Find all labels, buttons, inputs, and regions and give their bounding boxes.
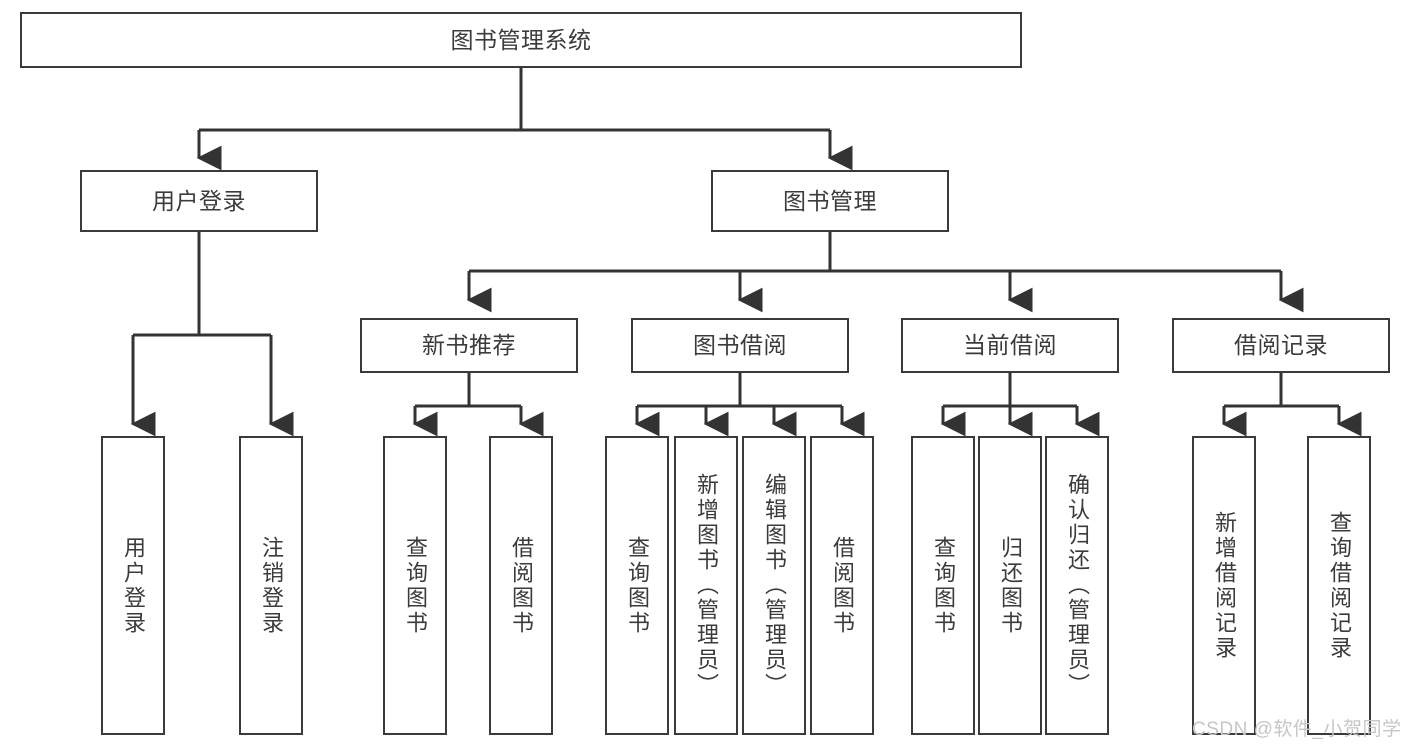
node-label: 查询图书: [625, 535, 650, 636]
leaf-logout[interactable]: 注销登录: [239, 436, 303, 735]
leaf-query-borrow-record[interactable]: 查询借阅记录: [1307, 436, 1371, 735]
node-label: 当前借阅: [963, 332, 1057, 359]
node-label: 新增借阅记录: [1212, 510, 1237, 661]
node-label: 借阅记录: [1234, 332, 1328, 359]
leaf-borrow-book-recommend[interactable]: 借阅图书: [489, 436, 553, 735]
node-label: 用户登录: [152, 187, 246, 214]
node-new-book-recommend[interactable]: 新书推荐: [360, 318, 578, 373]
leaf-query-book-recommend[interactable]: 查询图书: [383, 436, 447, 735]
node-root-book-management-system[interactable]: 图书管理系统: [20, 12, 1022, 68]
node-label: 图书管理: [783, 187, 877, 214]
node-label: 新增图书（管理员）: [694, 473, 719, 698]
node-label: 借阅图书: [509, 535, 534, 636]
leaf-edit-book-admin[interactable]: 编辑图书（管理员）: [742, 436, 806, 735]
node-label: 确认归还（管理员）: [1065, 473, 1090, 698]
leaf-add-book-admin[interactable]: 新增图书（管理员）: [674, 436, 738, 735]
node-label: 注销登录: [259, 535, 284, 636]
leaf-user-login[interactable]: 用户登录: [101, 436, 165, 735]
node-user-login[interactable]: 用户登录: [80, 170, 318, 232]
leaf-confirm-return-admin[interactable]: 确认归还（管理员）: [1045, 436, 1109, 735]
leaf-return-book[interactable]: 归还图书: [978, 436, 1042, 735]
leaf-query-book-current[interactable]: 查询图书: [911, 436, 975, 735]
leaf-borrow-book[interactable]: 借阅图书: [810, 436, 874, 735]
leaf-add-borrow-record[interactable]: 新增借阅记录: [1192, 436, 1256, 735]
node-label: 借阅图书: [830, 535, 855, 636]
node-label: 新书推荐: [422, 332, 516, 359]
node-book-borrow[interactable]: 图书借阅: [631, 318, 849, 373]
node-label: 编辑图书（管理员）: [762, 473, 787, 698]
leaf-query-book-borrow[interactable]: 查询图书: [605, 436, 669, 735]
node-label: 图书管理系统: [450, 26, 592, 53]
node-label: 归还图书: [998, 535, 1023, 636]
node-book-management[interactable]: 图书管理: [711, 170, 949, 232]
node-label: 查询图书: [931, 535, 956, 636]
node-label: 用户登录: [121, 535, 146, 636]
node-label: 查询图书: [403, 535, 428, 636]
node-label: 查询借阅记录: [1327, 510, 1352, 661]
csdn-watermark: CSDN @软件_小贺同学: [1192, 719, 1402, 740]
node-borrow-record[interactable]: 借阅记录: [1172, 318, 1390, 373]
node-current-borrow[interactable]: 当前借阅: [901, 318, 1119, 373]
node-label: 图书借阅: [693, 332, 787, 359]
